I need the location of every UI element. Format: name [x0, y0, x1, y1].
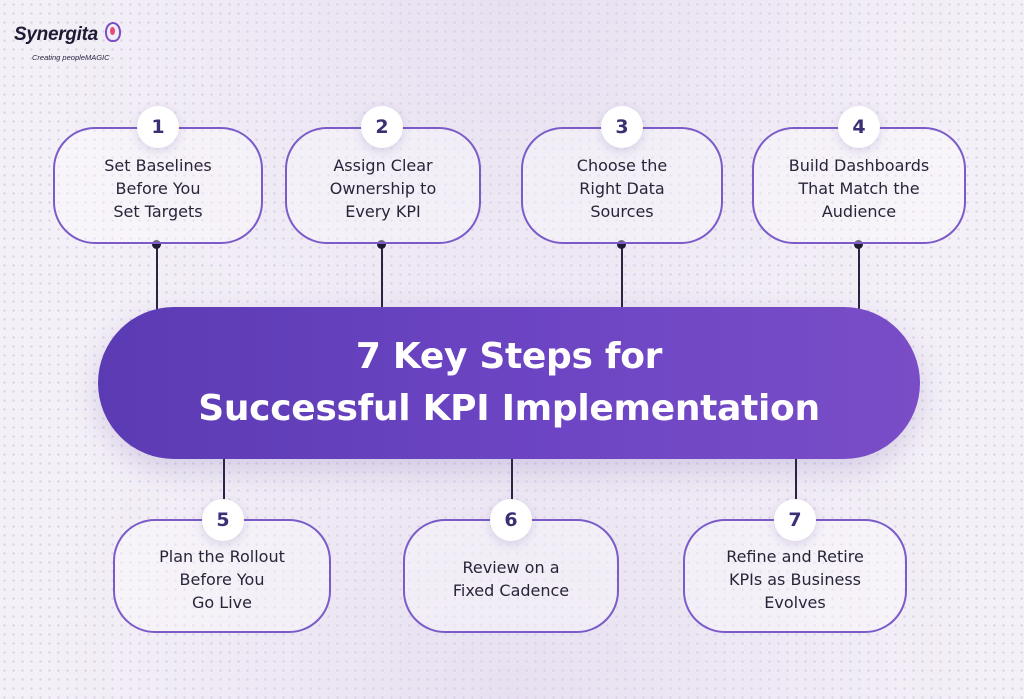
step-number-4: 4 [838, 106, 880, 148]
title-line-1: 7 Key Steps for [355, 336, 663, 377]
step-text-3: Choose the Right Data Sources [576, 156, 668, 221]
synergita-logo: Synergita Creating peopleMAGIC [14, 22, 134, 68]
connector-line-3 [621, 244, 623, 316]
step-number-3: 3 [601, 106, 643, 148]
connector-line-2 [381, 244, 383, 316]
step-number-6: 6 [490, 499, 532, 541]
logo-tagline: Creating peopleMAGIC [32, 53, 110, 62]
logo-mark-icon [105, 22, 121, 42]
connector-line-1 [156, 244, 158, 316]
step-text-2: Assign Clear Ownership to Every KPI [329, 156, 437, 221]
step-number-5: 5 [202, 499, 244, 541]
connector-line-6 [511, 452, 513, 502]
step-number-2: 2 [361, 106, 403, 148]
connector-line-4 [858, 244, 860, 316]
connector-dot-2 [377, 240, 386, 249]
connector-line-5 [223, 452, 225, 502]
step-text-1: Set Baselines Before You Set Targets [104, 156, 212, 221]
title-band: 7 Key Steps for Successful KPI Implement… [98, 307, 920, 459]
step-text-6: Review on a Fixed Cadence [452, 558, 570, 600]
step-number-7: 7 [774, 499, 816, 541]
connector-dot-3 [617, 240, 626, 249]
logo-wordmark: Synergita [14, 24, 98, 45]
step-card-2: Assign Clear Ownership to Every KPI [285, 127, 481, 244]
step-text-7: Refine and Retire KPIs as Business Evolv… [726, 546, 864, 612]
connector-line-7 [795, 452, 797, 502]
title-line-2: Successful KPI Implementation [198, 388, 820, 429]
connector-dot-1 [152, 240, 161, 249]
step-text-4: Build Dashboards That Match the Audience [788, 156, 930, 221]
step-text-5: Plan the Rollout Before You Go Live [159, 546, 285, 612]
step-number-1: 1 [137, 106, 179, 148]
connector-dot-4 [854, 240, 863, 249]
